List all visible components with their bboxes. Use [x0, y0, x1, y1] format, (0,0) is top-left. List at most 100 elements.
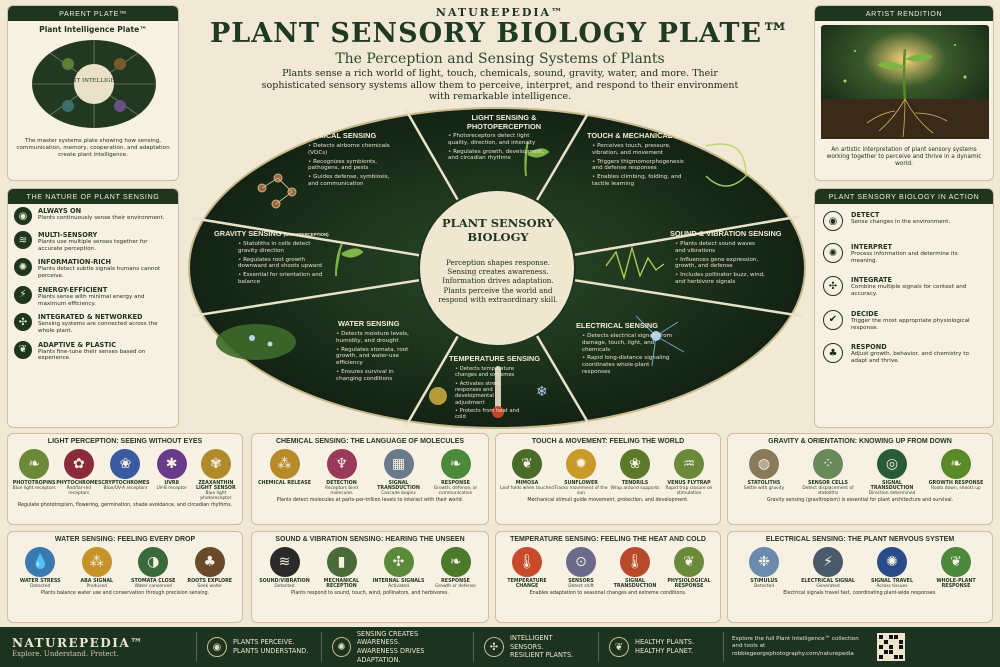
- sector-bullet: Regulates growth, development, and circa…: [448, 149, 548, 163]
- artist-card[interactable]: ARTIST RENDITION An artistic interpretat…: [814, 5, 994, 181]
- footer-line: HEALTHY PLANET.: [635, 647, 694, 655]
- sector-touch-title[interactable]: TOUCH & MECHANICAL SENSING: [587, 131, 695, 140]
- sector-water-list: Detects moisture levels, humidity, and d…: [336, 331, 420, 385]
- footer-section: ✣INTELLIGENT SENSORS.RESILIENT PLANTS.: [473, 632, 598, 662]
- strip-gravity[interactable]: GRAVITY & ORIENTATION: KNOWING UP FROM D…: [727, 433, 993, 525]
- action-item-desc: Adjust growth, behavior, and chemistry t…: [851, 351, 969, 364]
- sector-bullet: Statoliths in cells detect gravity direc…: [238, 241, 328, 255]
- sector-light-list: Photoreceptors detect light quality, dir…: [448, 133, 548, 164]
- strip-step-sub: Across tissues: [876, 584, 908, 589]
- strip-step-label: STATOLITHS: [747, 481, 781, 486]
- page-subtitle: The Perception and Sensing Systems of Pl…: [335, 51, 665, 67]
- strip-step-icon: 🌡: [620, 547, 650, 577]
- strip-title: LIGHT PERCEPTION: SEEING WITHOUT EYES: [47, 438, 203, 445]
- strip-step-label: INTERNAL SIGNALS: [372, 579, 425, 584]
- strip-title: CHEMICAL SENSING: THE LANGUAGE OF MOLECU…: [275, 438, 465, 445]
- strip-step-label: PHYSIOLOGICAL RESPONSE: [667, 579, 711, 589]
- sector-electrical-title[interactable]: ELECTRICAL SENSING: [576, 321, 658, 330]
- nature-item-title: MULTI-SENSORY: [38, 231, 98, 239]
- strip-step-label: MECHANICAL RECEPTION: [323, 579, 360, 589]
- strip-step-icon: ✺: [877, 547, 907, 577]
- strip-electrical[interactable]: ELECTRICAL SENSING: THE PLANT NERVOUS SY…: [727, 531, 993, 623]
- footer-tagline: Explore. Understand. Protect.: [12, 650, 119, 658]
- strip-title: GRAVITY & ORIENTATION: KNOWING UP FROM D…: [768, 438, 952, 445]
- nature-item-desc: Plants fine-tune their senses based on e…: [38, 348, 146, 362]
- sector-bullet: Plants detect sound waves and vibrations: [675, 241, 767, 255]
- strip-step-icon: ❀: [110, 449, 141, 479]
- sector-water-title[interactable]: WATER SENSING: [338, 319, 400, 328]
- strip-step-sub: Receptors bind molecules: [325, 486, 358, 497]
- strip-step-sub: Blue light photoreceptor: [200, 491, 232, 502]
- strip-step-icon: ❧: [941, 449, 971, 479]
- nature-item-desc: Sensing systems are connected across the…: [38, 321, 158, 334]
- strip-step-label: RESPONSE: [441, 579, 470, 584]
- strip-step-sub: Growth, defense, or communication: [433, 486, 478, 497]
- strip-step-sub: Detected: [274, 584, 295, 589]
- strip-step: ❦WHOLE-PLANT RESPONSE: [928, 545, 984, 589]
- sector-sound-list: Plants detect sound waves and vibrations…: [675, 241, 767, 288]
- sector-gravity-title[interactable]: GRAVITY SENSING (GRAVIPERCEPTION): [214, 229, 329, 238]
- strip-step-label: ROOTS EXPLORE: [187, 579, 233, 584]
- network-icon: ✣: [14, 313, 32, 332]
- strip-foot: Plants balance water use and conservatio…: [40, 591, 210, 597]
- strip-step-icon: ✾: [200, 449, 231, 479]
- strip-foot: Plants respond to sound, touch, wind, po…: [291, 591, 449, 597]
- strip-light[interactable]: LIGHT PERCEPTION: SEEING WITHOUT EYES ❧PH…: [7, 433, 243, 525]
- qr-code-icon[interactable]: [877, 633, 905, 661]
- eye-icon: ◉: [823, 211, 843, 231]
- strip-step: ⁂CHEMICAL RELEASE: [257, 447, 313, 486]
- strip-foot: Regulate phototropism, flowering, germin…: [17, 503, 233, 509]
- footer-section: ❦HEALTHY PLANTS.HEALTHY PLANET.: [598, 632, 723, 662]
- strip-step-sub: Detect shift: [568, 584, 594, 589]
- strip-chemical[interactable]: CHEMICAL SENSING: THE LANGUAGE OF MOLECU…: [251, 433, 489, 525]
- svg-text:❄: ❄: [536, 384, 548, 400]
- sector-light-title[interactable]: LIGHT SENSING & PHOTOPERCEPTION: [466, 113, 542, 131]
- parent-plate-header: PARENT PLATE™: [8, 6, 178, 21]
- strip-step-sub: Roots down, shoots up: [931, 486, 981, 491]
- strip-step-label: RESPONSE: [441, 481, 470, 486]
- footer: NATUREPEDIA™ Explore. Understand. Protec…: [0, 627, 1000, 667]
- nature-item-title: ENERGY-EFFICIENT: [38, 285, 108, 294]
- strip-step-icon: ♒: [674, 449, 704, 479]
- sector-chemical-title[interactable]: CHEMICAL SENSING: [302, 131, 377, 140]
- strip-step-label: ELECTRICAL SIGNAL: [801, 579, 855, 584]
- footer-section: ✺SENSING CREATES AWARENESS.AWARENESS DRI…: [321, 630, 473, 664]
- sector-temperature-title[interactable]: TEMPERATURE SENSING: [449, 354, 541, 363]
- strip-touch[interactable]: TOUCH & MOVEMENT: FEELING THE WORLD❦MIMO…: [495, 433, 721, 525]
- footer-line: AWARENESS DRIVES ADAPTATION.: [356, 647, 425, 664]
- footer-brand-block: NATUREPEDIA™ Explore. Understand. Protec…: [0, 636, 196, 658]
- strip-step-label: WATER STRESS: [19, 579, 61, 584]
- center-text: Perception shapes response. Sensing crea…: [438, 258, 558, 304]
- page-title: PLANT SENSORY BIOLOGY PLATE™: [209, 18, 791, 49]
- strip-sound[interactable]: SOUND & VIBRATION SENSING: HEARING THE U…: [251, 531, 489, 623]
- strip-step-icon: ♣: [194, 547, 225, 577]
- intro-text: Plants sense a rich world of light, touc…: [261, 68, 739, 103]
- footer-line: PLANTS UNDERSTAND.: [233, 647, 309, 655]
- strip-foot: Mechanical stimuli guide movement, prote…: [527, 498, 689, 504]
- sector-sound-title[interactable]: SOUND & VIBRATION SENSING: [670, 229, 782, 238]
- nature-item-desc: Plants continuously sense their environm…: [38, 215, 165, 221]
- strip-step: 🌡SIGNAL TRANSDUCTION: [608, 545, 662, 589]
- strip-step-icon: ⚡: [813, 547, 843, 577]
- leaf-icon: ❦: [609, 637, 629, 657]
- strip-step-icon: ❧: [19, 449, 50, 479]
- strip-temperature[interactable]: TEMPERATURE SENSING: FEELING THE HEAT AN…: [495, 531, 721, 623]
- strip-water[interactable]: WATER SENSING: FEELING EVERY DROP💧WATER …: [7, 531, 243, 623]
- parent-plate-card[interactable]: PARENT PLATE™ Plant Intelligence Plate™ …: [7, 5, 179, 181]
- parent-plate-diagram: PLANT INTELLIGENCE: [32, 40, 156, 128]
- sector-bullet: Activates stress responses and developme…: [455, 381, 523, 406]
- strip-step-label: SENSOR CELLS: [807, 481, 848, 486]
- artist-illustration: [821, 25, 989, 139]
- strip-title: WATER SENSING: FEELING EVERY DROP: [54, 536, 196, 543]
- strip-step-label: DETECTION: [326, 481, 357, 486]
- strip-title: TEMPERATURE SENSING: FEELING THE HEAT AN…: [510, 536, 706, 543]
- footer-explore[interactable]: Explore the full Plant Intelligence™ col…: [723, 632, 873, 662]
- strip-step-sub: Direction determined: [868, 491, 916, 496]
- strip-step-sub: Water conserved: [134, 584, 172, 589]
